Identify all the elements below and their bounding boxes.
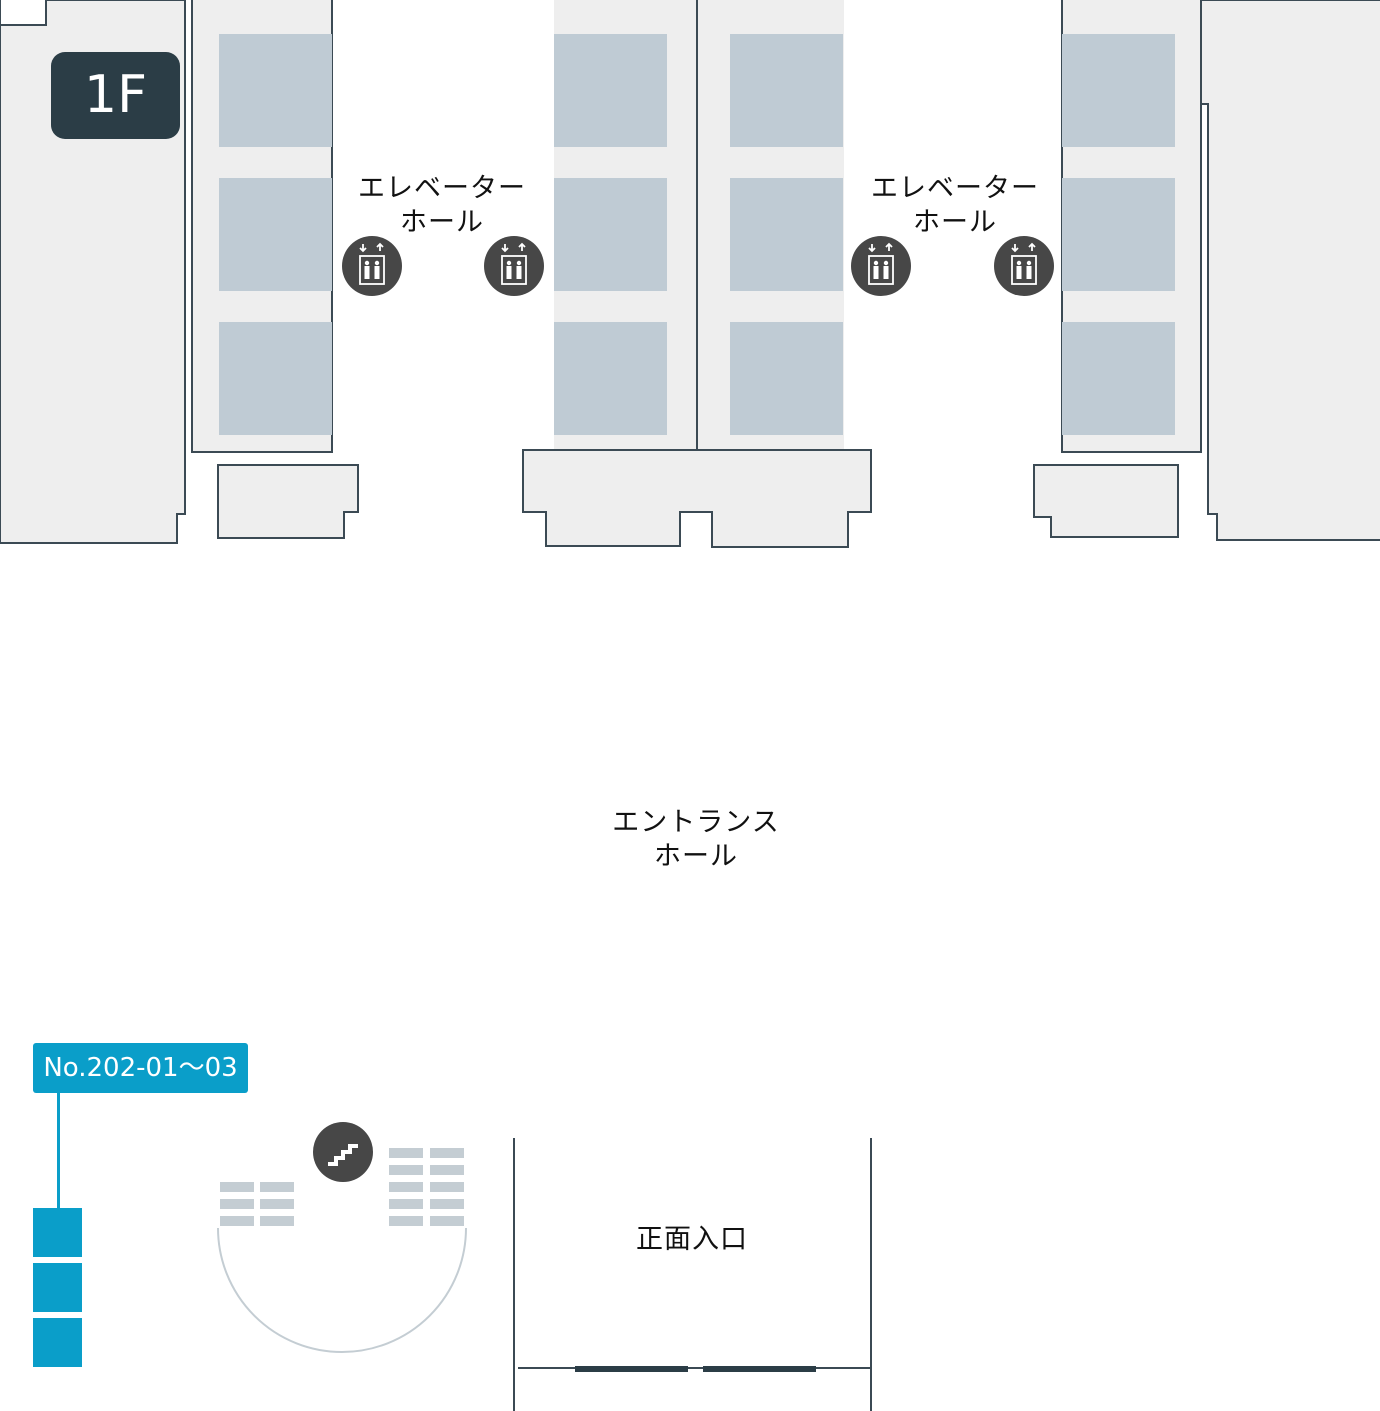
stair-area-blocks (220, 1148, 464, 1226)
elevator-hall-left-line2: ホール (400, 207, 484, 238)
stairs-icon[interactable] (313, 1122, 373, 1182)
room-block (554, 322, 667, 435)
room-block (219, 178, 332, 291)
elevator-hall-left-line1: エレベーター (358, 173, 526, 204)
elevator-icon[interactable] (994, 236, 1054, 296)
entrance-hall-line2: ホール (654, 841, 738, 872)
elevator-hall-right-line2: ホール (913, 207, 997, 238)
floor-badge: 1F (51, 52, 180, 139)
entrance-hall-line1: エントランス (612, 807, 780, 838)
booth-tag[interactable]: No.202-01〜03 (33, 1043, 248, 1093)
elevator-hall-left-label: エレベーター ホール (342, 172, 542, 240)
annex-right (1033, 464, 1179, 538)
elevator-hall-right-label: エレベーター ホール (855, 172, 1055, 240)
annex-left (217, 464, 359, 539)
room-block (554, 34, 667, 147)
elevator-icon[interactable] (851, 236, 911, 296)
room-block (730, 178, 843, 291)
right-building (1200, 0, 1380, 541)
room-block (554, 178, 667, 291)
entrance-door-left (575, 1366, 688, 1372)
booth-cell[interactable] (33, 1318, 82, 1367)
booth-pointer-line (57, 1093, 60, 1208)
main-entrance-label: 正面入口 (636, 1224, 748, 1255)
room-block (730, 322, 843, 435)
booth-cell[interactable] (33, 1208, 82, 1257)
left-building-notch (0, 0, 47, 26)
stair-curve (217, 1227, 467, 1353)
elevator-icon[interactable] (484, 236, 544, 296)
annex-center (522, 449, 872, 548)
room-block (219, 34, 332, 147)
room-block (219, 322, 332, 435)
elevator-icon[interactable] (342, 236, 402, 296)
entrance-hall-label: エントランス ホール (596, 806, 796, 874)
room-block (1062, 178, 1175, 291)
entrance-door-right (703, 1366, 816, 1372)
booth-cell[interactable] (33, 1263, 82, 1312)
room-block (1062, 34, 1175, 147)
elevator-hall-right-line1: エレベーター (871, 173, 1039, 204)
room-block (730, 34, 843, 147)
room-block (1062, 322, 1175, 435)
